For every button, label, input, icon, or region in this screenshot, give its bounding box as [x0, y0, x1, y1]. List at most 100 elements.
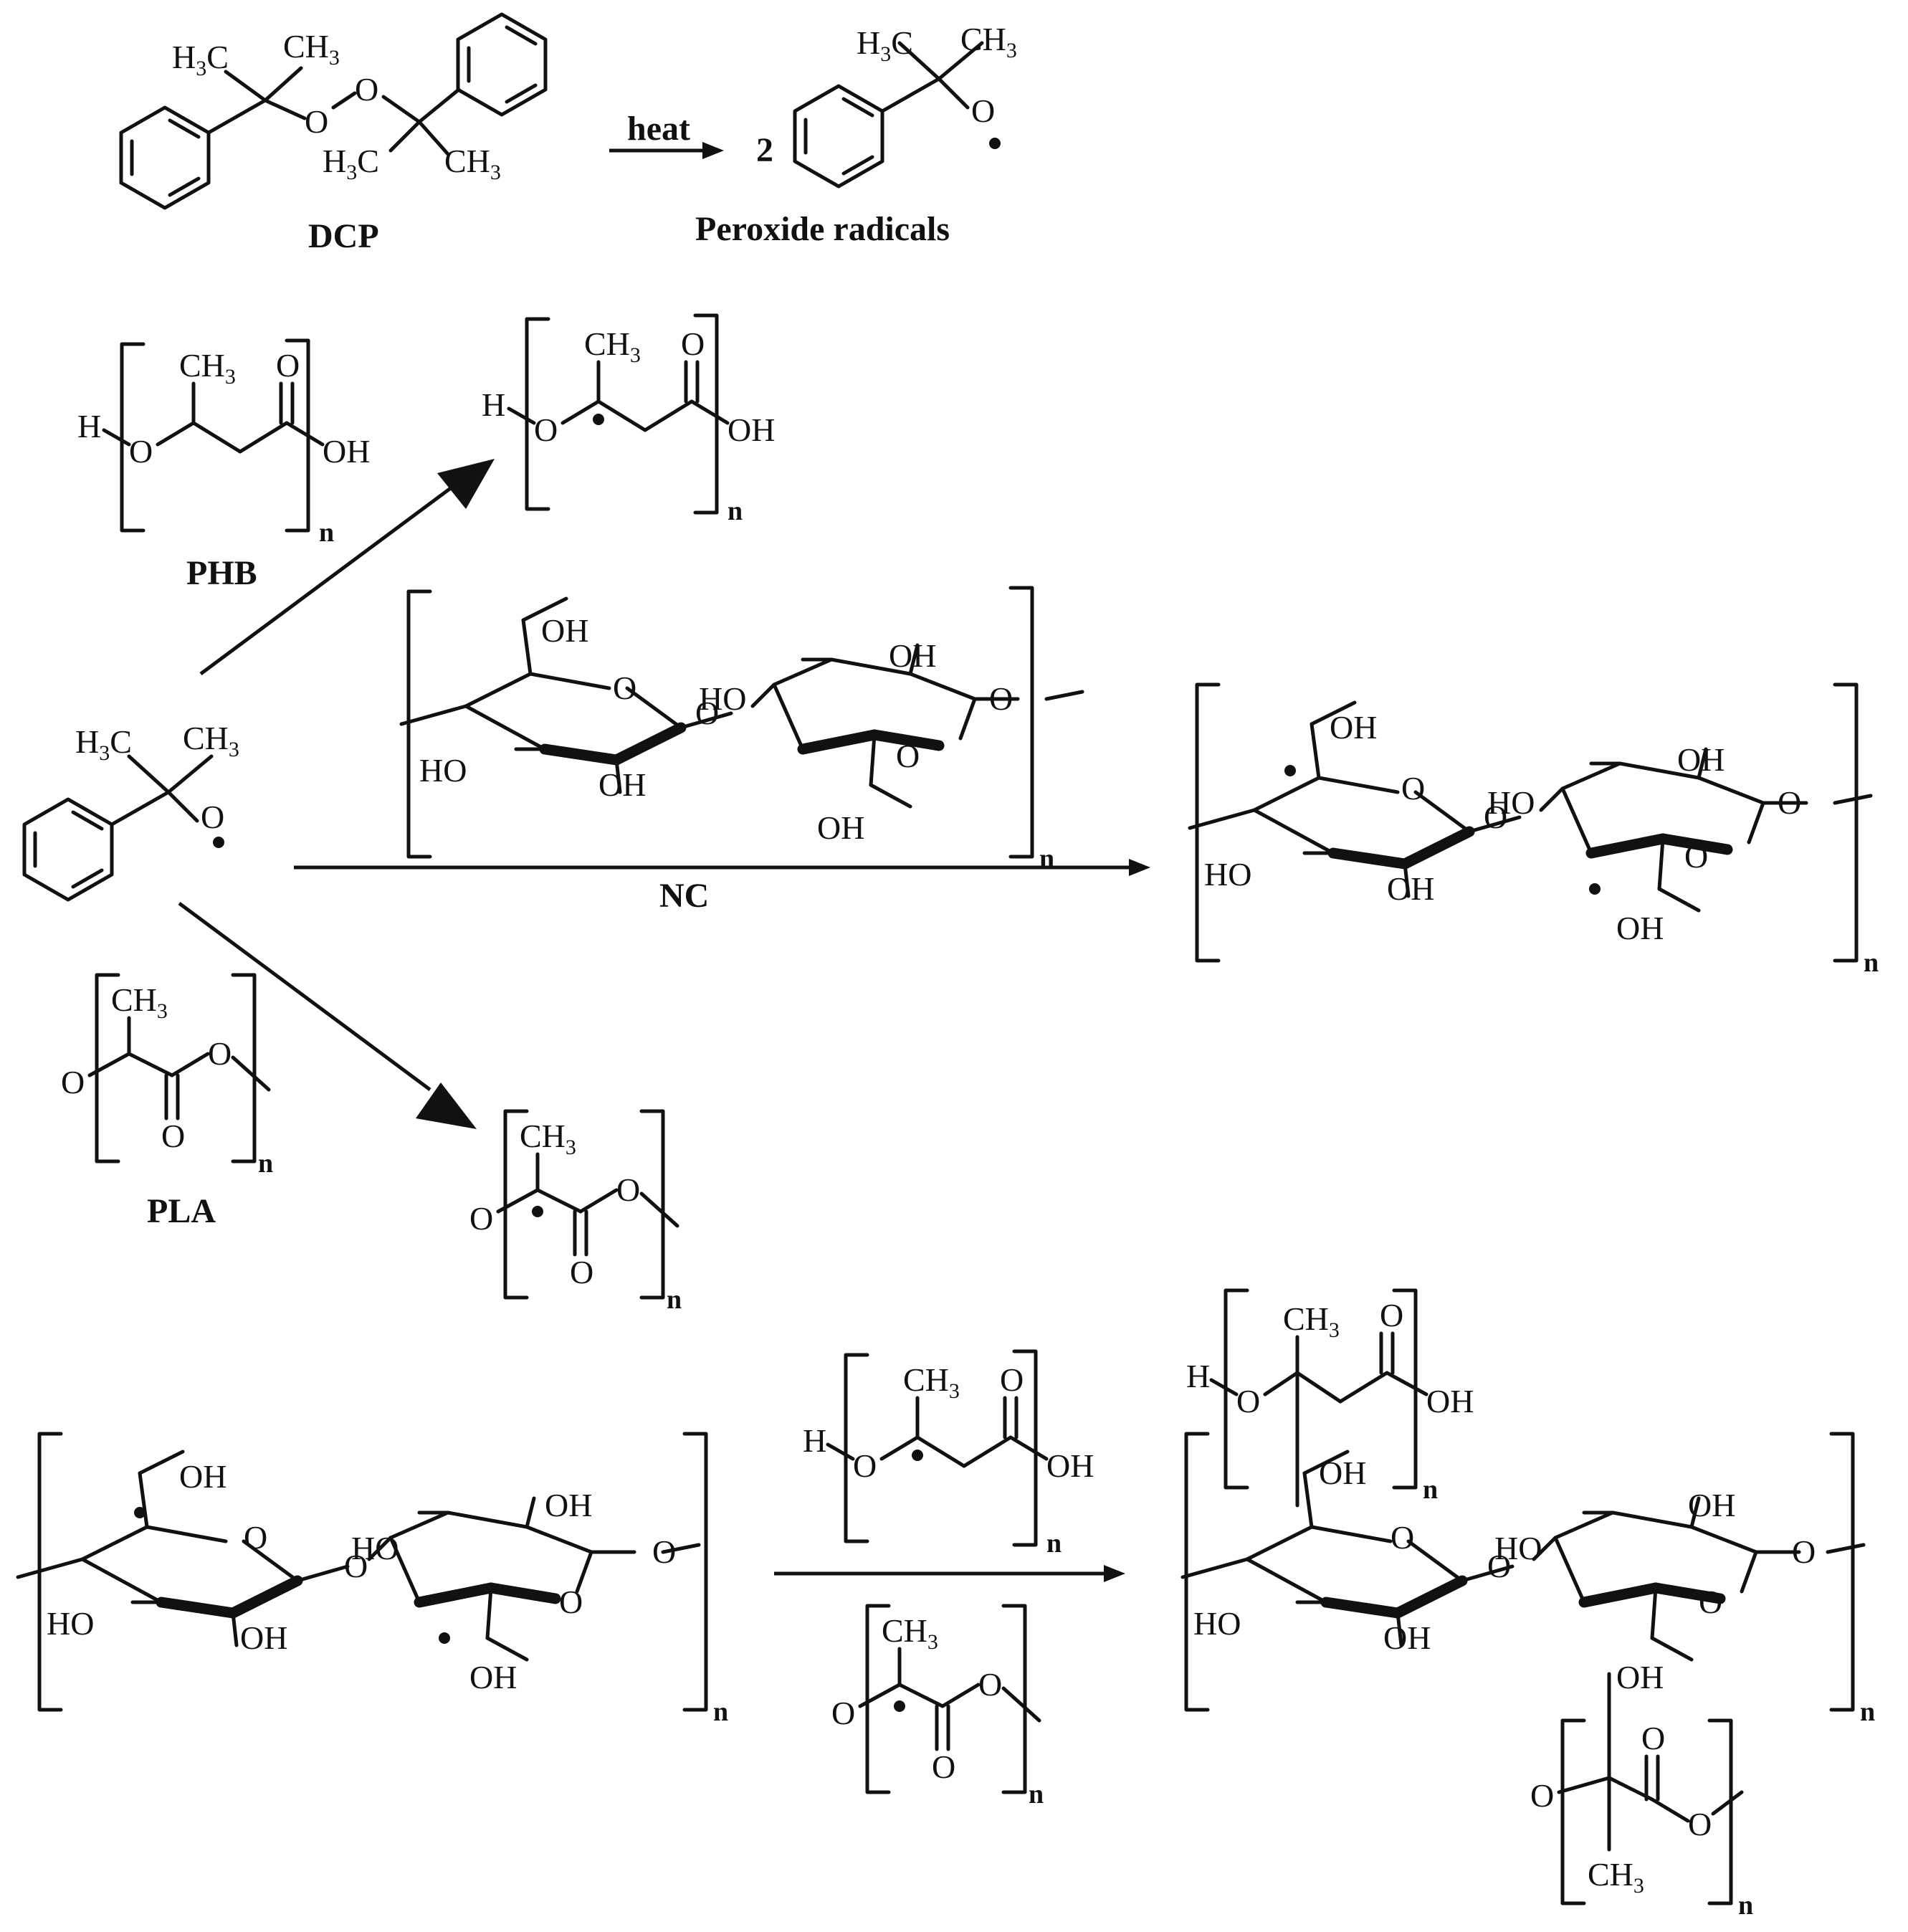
- svg-text:H3C: H3C: [857, 24, 913, 66]
- svg-text:H3C: H3C: [323, 143, 379, 184]
- svg-text:CH3: CH3: [882, 1612, 938, 1654]
- svg-text:O: O: [244, 1519, 267, 1556]
- radical-dot: [439, 1632, 450, 1644]
- nc-radical-structure: OH O HO OH O HO OH O OH O n: [1190, 682, 1879, 978]
- radical-dot: [213, 837, 224, 848]
- svg-text:H: H: [482, 386, 505, 423]
- nc-label: NC: [659, 877, 709, 915]
- peroxide-radicals-label: Peroxide radicals: [695, 210, 950, 248]
- svg-text:n: n: [728, 496, 743, 526]
- phb-radical-structure: H O CH3 O OH n: [482, 313, 775, 526]
- arrow-to-pla-radical: [178, 901, 477, 1129]
- svg-text:H: H: [1186, 1358, 1210, 1394]
- arrow-to-phb-radical: [199, 459, 495, 676]
- heat-label: heat: [627, 110, 690, 148]
- svg-text:O: O: [344, 1548, 368, 1584]
- svg-text:O: O: [1391, 1519, 1414, 1556]
- svg-text:HO: HO: [47, 1605, 94, 1642]
- svg-text:O: O: [1684, 838, 1708, 875]
- svg-text:H3C: H3C: [172, 39, 229, 80]
- nc-structure: OH O HO OH O HO OH O OH O n: [401, 586, 1082, 874]
- svg-text:OH: OH: [889, 637, 936, 674]
- svg-text:OH: OH: [1383, 1619, 1431, 1656]
- svg-text:OH: OH: [1426, 1383, 1474, 1419]
- svg-text:CH3: CH3: [179, 347, 236, 389]
- svg-text:OH: OH: [469, 1659, 517, 1695]
- svg-text:CH3: CH3: [111, 981, 168, 1023]
- svg-text:O: O: [1778, 784, 1801, 821]
- svg-text:O: O: [616, 1171, 640, 1208]
- svg-text:HO: HO: [1193, 1605, 1241, 1642]
- svg-text:HO: HO: [351, 1530, 399, 1566]
- coefficient-2: 2: [756, 131, 773, 169]
- dcp-label: DCP: [308, 217, 379, 255]
- svg-text:O: O: [1236, 1383, 1260, 1419]
- svg-text:OH: OH: [179, 1458, 226, 1495]
- svg-text:O: O: [61, 1064, 85, 1100]
- svg-text:O: O: [853, 1447, 877, 1484]
- svg-text:OH: OH: [545, 1487, 592, 1523]
- peroxide-radical-reactant: H3C CH3 O: [24, 720, 239, 900]
- svg-text:H3C: H3C: [75, 723, 132, 765]
- svg-text:n: n: [1046, 1528, 1062, 1559]
- svg-text:n: n: [258, 1148, 273, 1179]
- svg-text:OH: OH: [1330, 709, 1377, 746]
- phb-structure: H O CH3 O OH n PHB: [77, 338, 370, 592]
- svg-text:OH: OH: [728, 411, 775, 448]
- peroxide-o1: O: [305, 103, 328, 140]
- svg-text:O: O: [534, 411, 558, 448]
- svg-text:n: n: [1039, 844, 1054, 874]
- svg-text:OH: OH: [1688, 1487, 1735, 1523]
- radical-dot: [894, 1700, 905, 1712]
- svg-text:O: O: [1484, 799, 1507, 835]
- svg-text:OH: OH: [1319, 1455, 1366, 1491]
- svg-text:OH: OH: [240, 1619, 287, 1656]
- svg-text:CH3: CH3: [960, 21, 1017, 62]
- sub-3: 3: [196, 57, 206, 80]
- svg-text:n: n: [1029, 1779, 1044, 1809]
- svg-text:CH3: CH3: [283, 28, 340, 70]
- svg-text:O: O: [559, 1584, 583, 1620]
- svg-text:HO: HO: [419, 752, 467, 789]
- svg-text:H: H: [77, 408, 101, 444]
- svg-text:O: O: [896, 738, 920, 774]
- svg-text:CH3: CH3: [444, 143, 501, 184]
- svg-text:O: O: [1380, 1297, 1403, 1333]
- svg-text:O: O: [1487, 1548, 1511, 1584]
- svg-text:O: O: [1530, 1777, 1554, 1814]
- svg-text:n: n: [667, 1285, 682, 1315]
- svg-text:CH3: CH3: [520, 1118, 576, 1159]
- svg-text:n: n: [319, 518, 334, 548]
- pla-label: PLA: [147, 1192, 216, 1230]
- svg-text:OH: OH: [1046, 1447, 1094, 1484]
- svg-text:HO: HO: [1204, 856, 1251, 893]
- svg-text:O: O: [469, 1200, 493, 1237]
- svg-text:OH: OH: [598, 766, 646, 803]
- svg-text:O: O: [695, 695, 719, 731]
- radical-dot: [593, 414, 604, 425]
- svg-text:CH3: CH3: [183, 720, 239, 761]
- svg-text:CH3: CH3: [584, 325, 641, 367]
- peroxide-o2: O: [355, 71, 378, 108]
- svg-text:n: n: [1738, 1890, 1753, 1921]
- svg-text:HO: HO: [1487, 784, 1535, 821]
- svg-text:O: O: [932, 1748, 955, 1785]
- peroxide-radical-product: 2 H3C CH3 O Peroxide radicals: [695, 21, 1017, 248]
- pla-structure: O CH3 O O n PLA: [61, 973, 273, 1230]
- svg-text:H: H: [803, 1422, 826, 1459]
- svg-text:O: O: [129, 433, 153, 470]
- radical-dot: [134, 1507, 146, 1518]
- svg-text:O: O: [613, 670, 636, 706]
- svg-text:HO: HO: [699, 680, 746, 717]
- svg-text:O: O: [1401, 770, 1425, 806]
- svg-text:OH: OH: [323, 433, 370, 470]
- svg-text:CH3: CH3: [903, 1361, 960, 1403]
- svg-text:O: O: [1699, 1584, 1722, 1620]
- svg-text:OH: OH: [1616, 910, 1664, 946]
- radical-dot: [989, 138, 1001, 149]
- svg-text:O: O: [652, 1533, 676, 1570]
- svg-text:HO: HO: [1494, 1530, 1542, 1566]
- phb-label: PHB: [186, 554, 257, 592]
- svg-text:OH: OH: [541, 612, 588, 649]
